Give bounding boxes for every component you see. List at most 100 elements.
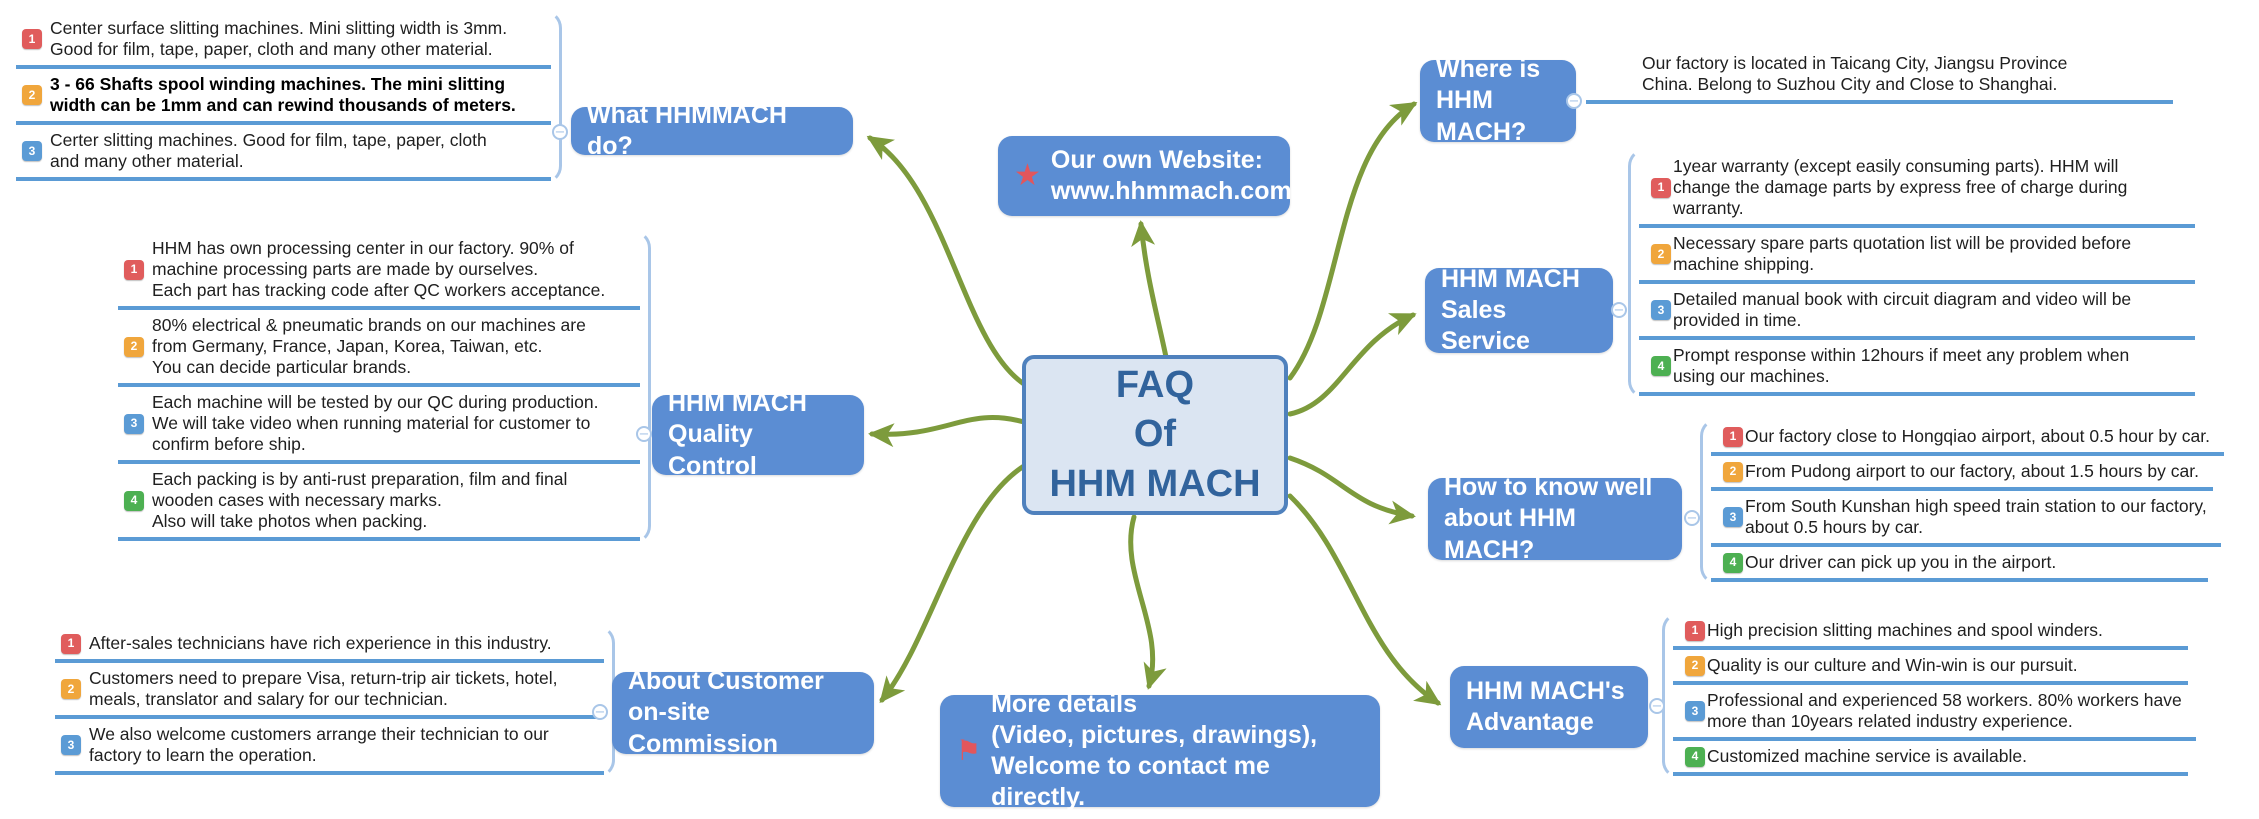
branch-line-more — [1128, 514, 1167, 690]
note-item[interactable]: 1 Center surface slitting machines. Mini … — [16, 13, 551, 69]
priority-badge-1: 1 — [22, 29, 42, 49]
collapse-toggle-where[interactable]: − — [1566, 93, 1582, 109]
priority-badge-1: 1 — [1723, 426, 1743, 447]
note-item[interactable]: 3 We also welcome customers arrange their… — [55, 719, 604, 775]
note-item-text: Professional and experienced 58 workers.… — [1707, 690, 2182, 731]
priority-badge-4: 4 — [1651, 356, 1671, 376]
branch-line-advantage — [1287, 493, 1442, 706]
note-item-text: From Pudong airport to our factory, abou… — [1745, 461, 2199, 481]
note-item-text: 3 - 66 Shafts spool winding machines. Th… — [50, 74, 516, 115]
collapse-toggle-quality[interactable]: − — [636, 426, 652, 442]
note-item[interactable]: 1 After-sales technicians have rich exper… — [55, 628, 604, 663]
note-item[interactable]: 2 Customers need to prepare Visa, return-… — [55, 663, 604, 719]
central-topic-faq[interactable]: FAQ Of HHM MACH — [1022, 355, 1288, 515]
topic-label: How to know well about HHM MACH? — [1444, 473, 1653, 564]
more-details-label: More details (Video, pictures, drawings)… — [991, 689, 1318, 812]
note-item-text: Customers need to prepare Visa, return-t… — [89, 668, 558, 709]
note-item-text: Our factory close to Hongqiao airport, a… — [1745, 426, 2210, 446]
priority-badge-2: 2 — [61, 679, 81, 699]
priority-badge-2: 2 — [1723, 461, 1743, 482]
note-item-text: Detailed manual book with circuit diagra… — [1673, 289, 2132, 330]
central-topic-label: FAQ Of HHM MACH — [1049, 363, 1261, 505]
note-item-text: From South Kunshan high speed train stat… — [1745, 496, 2207, 537]
topic-sales-service[interactable]: HHM MACH Sales Service — [1425, 265, 1613, 355]
note-item[interactable]: 2 3 - 66 Shafts spool winding machines. T… — [16, 69, 551, 125]
topic-more-details[interactable]: ⚑ More details (Video, pictures, drawing… — [940, 690, 1380, 811]
priority-badge-4: 4 — [1723, 552, 1743, 573]
topic-label: HHM MACH Quality Control — [668, 389, 807, 480]
topic-label: HHM MACH Sales Service — [1441, 264, 1580, 356]
topic-advantage[interactable]: HHM MACH's Advantage — [1450, 666, 1648, 748]
branch-line-commission — [879, 463, 1027, 704]
topic-website[interactable]: ★ Our own Website: www.hhmmach.com — [998, 136, 1292, 216]
note-item-text: Customized machine service is available. — [1707, 746, 2027, 766]
note-item[interactable]: Our factory is located in Taicang City, … — [1586, 48, 2173, 104]
note-item-text: Each machine will be tested by our QC du… — [152, 392, 599, 454]
branch-line-website — [1131, 220, 1169, 360]
group-quality-items: 1 HHM has own processing center in our fa… — [118, 230, 651, 544]
note-item-text: Certer slitting machines. Good for film,… — [50, 130, 487, 171]
note-item-text: We also welcome customers arrange their … — [89, 724, 549, 765]
priority-badge-3: 3 — [124, 413, 144, 434]
note-item-text: Center surface slitting machines. Mini s… — [50, 18, 508, 59]
star-icon: ★ — [1014, 158, 1041, 193]
note-item-text: Quality is our culture and Win-win is ou… — [1707, 655, 2078, 675]
group-where-items: Our factory is located in Taicang City, … — [1586, 45, 2216, 107]
note-item-text: 80% electrical & pneumatic brands on our… — [152, 315, 586, 377]
priority-badge-1: 1 — [1651, 177, 1671, 198]
priority-badge-2: 2 — [1685, 655, 1705, 676]
note-item[interactable]: 1 HHM has own processing center in our fa… — [118, 233, 640, 310]
group-commission-items: 1 After-sales technicians have rich exper… — [55, 625, 615, 778]
branch-line-where — [1287, 101, 1418, 381]
priority-badge-2: 2 — [1651, 244, 1671, 264]
note-item-text: High precision slitting machines and spo… — [1707, 620, 2103, 640]
priority-badge-4: 4 — [1685, 746, 1705, 767]
note-item-text: HHM has own processing center in our fac… — [152, 238, 606, 300]
note-item-text: 1year warranty (except easily consuming … — [1673, 156, 2128, 218]
collapse-toggle-what[interactable]: − — [552, 124, 568, 140]
note-item-text: Our driver can pick up you in the airpor… — [1745, 552, 2057, 572]
note-item-text: Prompt response within 12hours if meet a… — [1673, 345, 2130, 386]
priority-badge-1: 1 — [61, 633, 81, 654]
collapse-toggle-commission[interactable]: − — [592, 704, 608, 720]
priority-badge-1: 1 — [124, 259, 144, 280]
topic-how-to-know[interactable]: How to know well about HHM MACH? — [1428, 473, 1682, 564]
topic-what-hhmmach-do[interactable]: What HHMMACH do? — [571, 101, 853, 160]
note-item[interactable]: 3 Each machine will be tested by our QC d… — [118, 387, 640, 464]
topic-customer-commission[interactable]: About Customer on-site Commission — [612, 667, 874, 758]
topic-quality-control[interactable]: HHM MACH Quality Control — [652, 389, 864, 480]
priority-badge-2: 2 — [22, 85, 42, 105]
priority-badge-4: 4 — [124, 490, 144, 511]
note-item[interactable]: 4 Each packing is by anti-rust preparatio… — [118, 464, 640, 541]
collapse-toggle-sales[interactable]: − — [1611, 302, 1627, 318]
topic-label: About Customer on-site Commission — [628, 667, 824, 758]
collapse-toggle-advantage[interactable]: − — [1649, 698, 1665, 714]
priority-badge-3: 3 — [61, 735, 81, 755]
collapse-toggle-know[interactable]: − — [1684, 510, 1700, 526]
priority-badge-3: 3 — [1685, 701, 1705, 721]
topic-label: What HHMMACH do? — [587, 100, 787, 160]
topic-where-is[interactable]: Where is HHM MACH? — [1420, 55, 1576, 146]
note-item-text: Each packing is by anti-rust preparation… — [152, 469, 568, 531]
note-item-text: Necessary spare parts quotation list wil… — [1673, 233, 2132, 274]
topic-label: Where is HHM MACH? — [1436, 55, 1541, 146]
note-item-text: After-sales technicians have rich experi… — [89, 633, 552, 653]
